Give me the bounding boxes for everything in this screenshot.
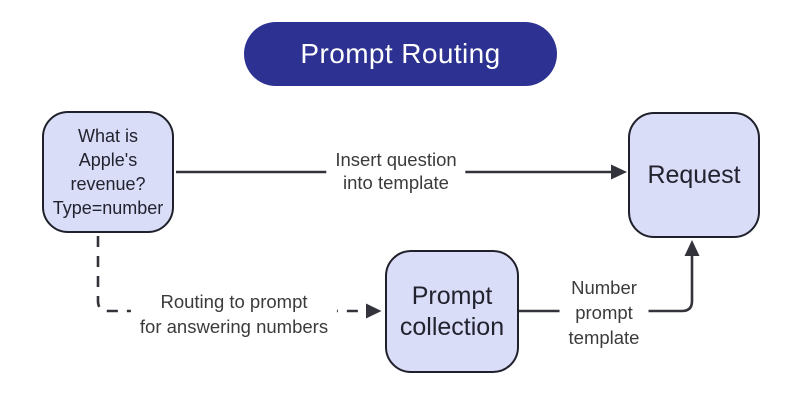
edge-label-routing: Routing to prompt for answering numbers [130, 288, 338, 340]
node-question-line: What is [77, 126, 138, 146]
edge-label-line: template [568, 327, 640, 348]
edge-label-line: Insert question [335, 149, 457, 170]
node-question-line: revenue? [70, 174, 146, 194]
edge-label-line: Routing to prompt [160, 291, 308, 312]
edge-label-line: Number [571, 277, 637, 298]
node-prompt-collection-line: collection [399, 312, 505, 341]
node-request: Request [628, 112, 760, 238]
edge-label-number-template: Number prompt template [559, 274, 649, 351]
node-prompt-collection: Prompt collection [385, 250, 519, 373]
edge-label-insert-question: Insert question into template [326, 147, 466, 195]
edge-label-line: prompt [575, 302, 633, 323]
node-question-line: Apple's [78, 150, 138, 170]
node-prompt-collection-line: Prompt [411, 281, 493, 310]
node-request-label: Request [647, 161, 741, 189]
node-question: What is Apple's revenue? Type=number [42, 111, 174, 233]
edge-label-line: into template [343, 172, 449, 193]
title-banner: Prompt Routing [244, 22, 557, 86]
node-question-line: Type=number [52, 198, 164, 218]
edge-label-line: for answering numbers [139, 316, 329, 337]
diagram-title: Prompt Routing [300, 38, 501, 69]
